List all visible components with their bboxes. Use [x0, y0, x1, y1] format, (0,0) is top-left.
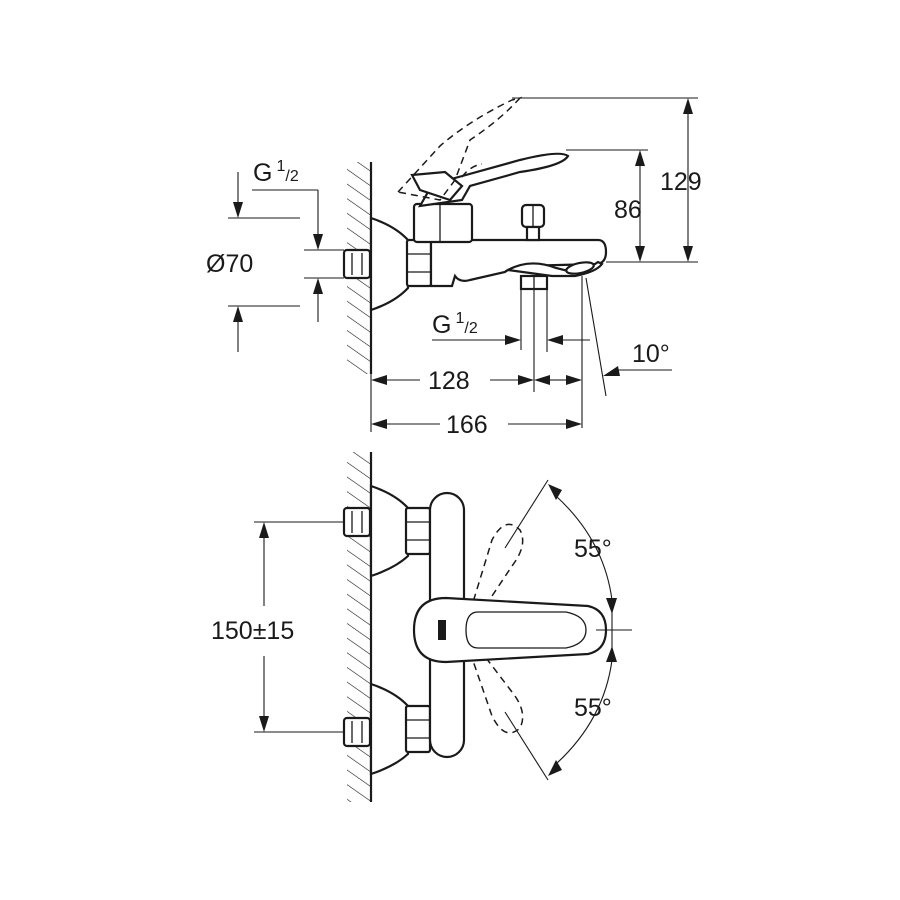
wall-flange — [369, 216, 410, 312]
thread-bottom-dimension — [432, 289, 590, 352]
centre-distance-label: 150±15 — [211, 617, 294, 645]
upper-hex-nut — [404, 506, 432, 556]
angle-up-label: 55° — [574, 535, 612, 563]
height-dimensions — [512, 97, 698, 263]
wall-hatch-bottom — [347, 452, 371, 802]
thread-top-dimension — [228, 172, 344, 352]
centre-distance-dimension — [254, 521, 344, 733]
total-width-label: 166 — [446, 411, 488, 439]
front-view: 55° 55° 150±15 — [211, 452, 632, 802]
spout-width-dimension — [370, 289, 582, 432]
upper-flange — [369, 484, 410, 578]
total-width-dimension — [371, 419, 582, 429]
lever-knob — [410, 170, 464, 202]
lever-position-down — [469, 649, 524, 734]
cartridge-housing — [412, 202, 474, 244]
body-height-label: 86 — [614, 196, 642, 224]
lower-flange — [369, 682, 410, 776]
flange-diameter-label: Ø70 — [206, 250, 253, 278]
upper-inlet-nut — [342, 506, 372, 538]
lever-height-label: 129 — [660, 168, 702, 196]
hex-nut — [405, 238, 433, 288]
rotation-angle-dimensions — [504, 479, 617, 781]
spout-angle-dimension — [581, 276, 672, 428]
spout-angle-label: 10° — [632, 340, 670, 368]
angle-down-label: 55° — [574, 694, 612, 722]
lever-position-up — [469, 523, 524, 615]
lower-inlet-nut — [342, 716, 372, 748]
inlet-nut — [342, 248, 372, 280]
lever-indicator — [438, 620, 446, 640]
lower-hex-nut — [404, 704, 432, 754]
spout-aerator — [565, 261, 595, 275]
spout-width-label: 128 — [428, 367, 470, 395]
